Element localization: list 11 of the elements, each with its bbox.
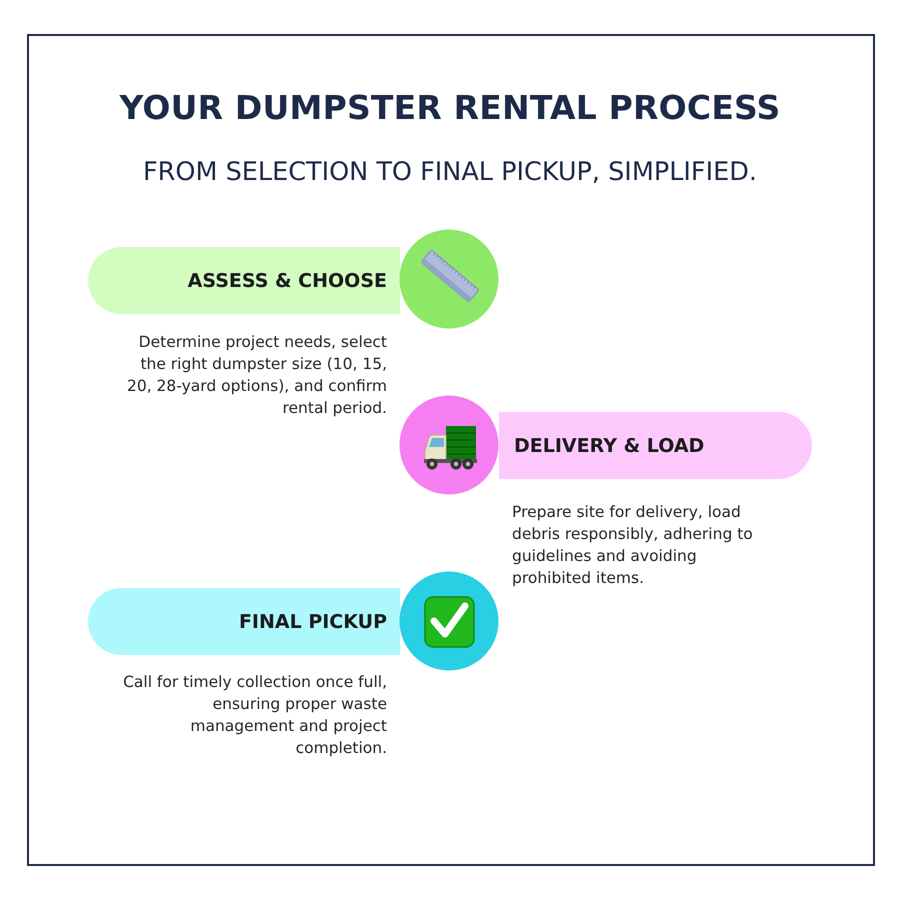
step-description: Prepare site for delivery, load debris responsibly, adhering to guidelines and avoiding prohibited items. xyxy=(512,502,754,589)
step-description: Call for timely collection once full, ensuring proper waste management and project completion. xyxy=(122,672,387,759)
step-heading: FINAL PICKUP xyxy=(238,610,387,632)
step-banner xyxy=(88,588,400,655)
subtitle: FROM SELECTION TO FINAL PICKUP, SIMPLIFIED. xyxy=(142,157,758,187)
step-description: Determine project needs, select the right dumpster size (10, 15, 20, 28-yard options), and confirm rental period. xyxy=(126,332,387,419)
title: YOUR DUMPSTER RENTAL PROCESS xyxy=(118,88,782,127)
step-heading: DELIVERY & LOAD xyxy=(514,434,704,456)
step-banner xyxy=(499,412,812,479)
step-banner xyxy=(88,247,400,314)
step-heading: ASSESS & CHOOSE xyxy=(188,270,387,292)
